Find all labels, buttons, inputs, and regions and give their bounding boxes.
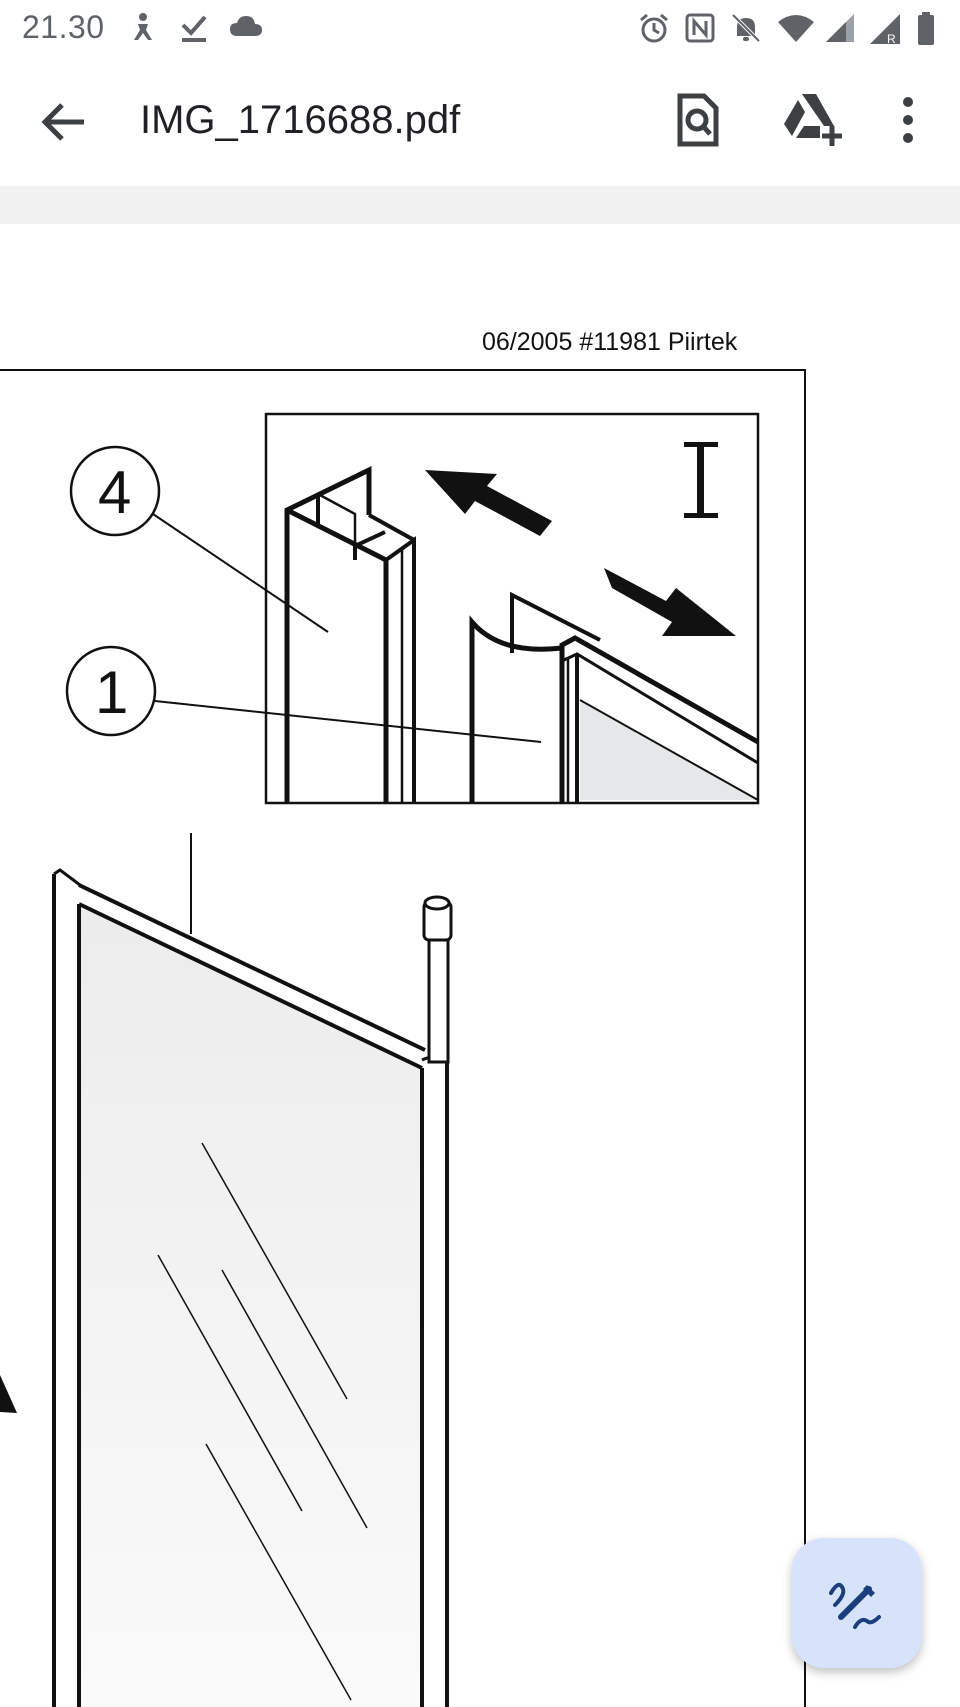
wifi-icon [776, 12, 816, 49]
arrow-fragment-icon [0, 1375, 17, 1413]
find-in-document-icon [677, 93, 719, 147]
document-header-text: 06/2005 #11981 Piirtek [482, 328, 738, 356]
svg-text:4: 4 [98, 459, 131, 526]
hinge-post [422, 895, 453, 1064]
svg-text:1: 1 [95, 659, 128, 726]
battery-icon [916, 12, 936, 51]
signal-icon [824, 12, 856, 49]
alarm-icon [638, 12, 670, 49]
profile-part-4 [284, 465, 416, 803]
more-options-button[interactable] [886, 90, 930, 150]
detail-label-i [684, 442, 718, 518]
arrow-up-left-icon [425, 470, 552, 536]
callout-1: 1 [65, 645, 542, 743]
app-bar: IMG_1716688.pdf [0, 56, 960, 187]
status-time: 21.30 [22, 9, 105, 45]
shower-door-panel [52, 833, 449, 1707]
bell-off-icon [730, 12, 762, 49]
document-title: IMG_1716688.pdf [140, 98, 461, 142]
edit-annotate-icon [829, 1582, 881, 1629]
arrow-back-icon [41, 103, 84, 141]
glass-edge [579, 699, 759, 801]
status-bar: 21.30 [0, 0, 960, 56]
callout-4: 4 [69, 445, 329, 633]
svg-text:R: R [887, 32, 896, 46]
accessibility-icon [128, 12, 158, 49]
profile-part-1 [469, 591, 760, 803]
cloud-icon [228, 12, 264, 47]
back-button[interactable] [34, 92, 94, 152]
task-done-icon [180, 12, 208, 49]
signal-roaming-icon: R [868, 12, 902, 51]
document-top-gap [0, 186, 960, 224]
add-to-drive-button[interactable] [778, 90, 844, 150]
page-frame [0, 369, 806, 1707]
find-in-document-button[interactable] [668, 90, 728, 150]
more-options-icon [903, 97, 913, 143]
add-to-drive-icon [784, 94, 842, 146]
annotate-fab[interactable] [792, 1538, 922, 1668]
arrow-down-right-icon [604, 568, 736, 636]
nfc-icon [684, 12, 716, 49]
